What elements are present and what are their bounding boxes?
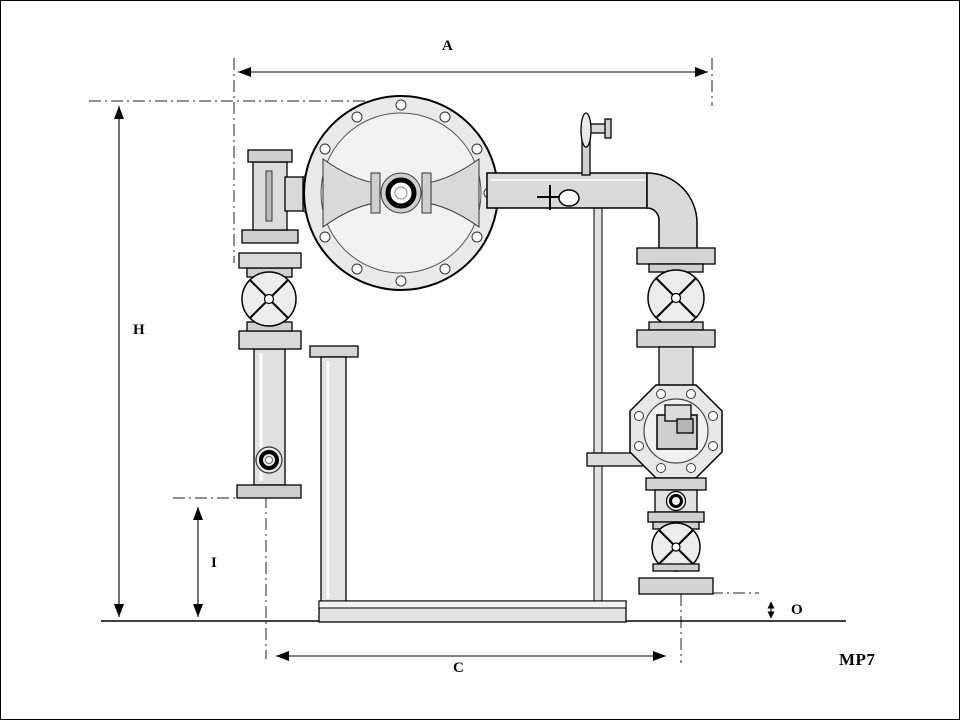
butterfly-valve-right-lower — [651, 521, 701, 572]
flange — [647, 511, 705, 523]
spool-sight-glass — [654, 489, 698, 513]
support-column — [593, 207, 603, 604]
motor-body — [247, 149, 293, 231]
bottom-flange — [638, 577, 714, 595]
flange — [238, 252, 302, 269]
dim-label-h: H — [133, 322, 145, 338]
dimension-lines — [114, 67, 775, 661]
discharge-pipe — [486, 172, 698, 254]
butterfly-valve-right-upper — [647, 263, 705, 331]
pump-volute — [303, 95, 499, 291]
discharge-column — [629, 247, 723, 595]
dim-label-o: O — [791, 602, 803, 618]
flange — [636, 247, 716, 265]
coupling-flange — [370, 172, 381, 214]
model-label: MP7 — [839, 650, 876, 669]
flange — [238, 330, 302, 350]
upright-cap — [309, 345, 359, 358]
pump-hub — [380, 172, 422, 214]
suction-neck — [284, 176, 304, 212]
elbow — [646, 172, 698, 254]
dim-label-c: C — [453, 660, 464, 676]
left-upright — [320, 356, 347, 604]
butterfly-valve-left — [241, 267, 297, 332]
neck-pipe — [658, 346, 694, 388]
gate-valve — [580, 112, 612, 176]
dim-label-a: A — [442, 38, 453, 54]
check-valve-body — [629, 384, 723, 479]
flange — [645, 477, 707, 491]
dim-label-i: I — [211, 555, 217, 571]
flange — [241, 229, 299, 244]
bolt-holes — [634, 389, 718, 473]
base-rail-top-face — [318, 600, 627, 609]
flange — [636, 329, 716, 348]
coupling-flange — [421, 172, 432, 214]
sight-glass — [255, 446, 283, 474]
bleed-valve — [537, 185, 580, 210]
suction-bottom-flange — [236, 484, 302, 499]
